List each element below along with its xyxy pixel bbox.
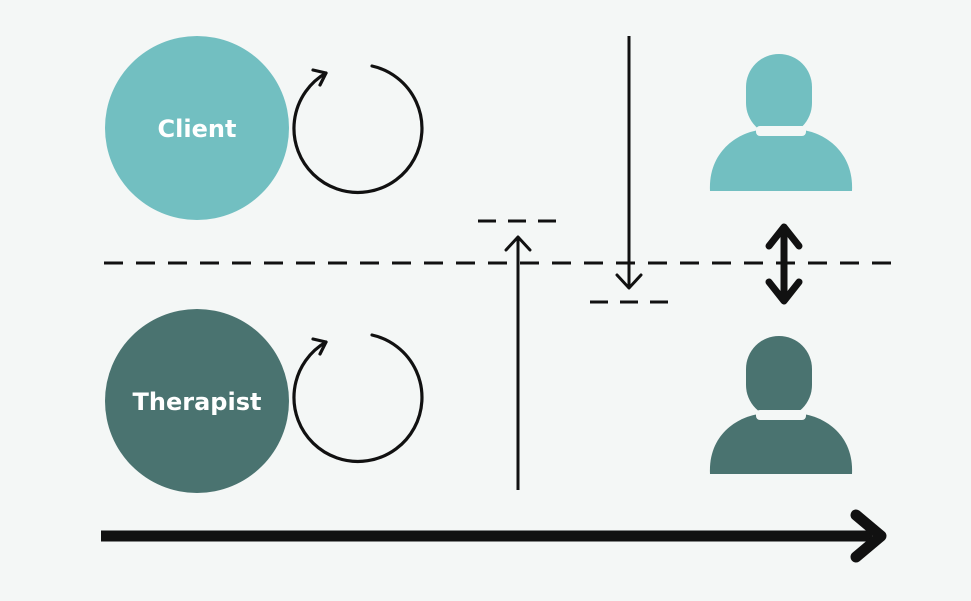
double-headed-arrow-icon — [765, 223, 803, 305]
upward-arrow-head — [504, 235, 532, 252]
arrow-right-icon — [101, 509, 887, 563]
timeline-arrow-head — [850, 509, 887, 563]
client-node-label: Client — [158, 115, 237, 143]
therapist-person-head — [746, 336, 812, 418]
therapist-node-circle — [105, 309, 289, 493]
therapist-person-body — [709, 414, 853, 474]
client-node-circle — [105, 36, 289, 220]
cycle-arrow-icon — [292, 64, 424, 194]
client-person-neck-gap — [756, 126, 806, 136]
client-person-body — [709, 130, 853, 191]
cycle-arrow-icon — [292, 333, 424, 463]
therapist-node-label: Therapist — [133, 388, 262, 416]
client-person-head — [746, 54, 812, 136]
person-icon — [709, 336, 853, 474]
therapist-person-neck-gap — [756, 410, 806, 420]
person-icon — [709, 54, 853, 191]
downward-arrow-head — [615, 273, 643, 290]
